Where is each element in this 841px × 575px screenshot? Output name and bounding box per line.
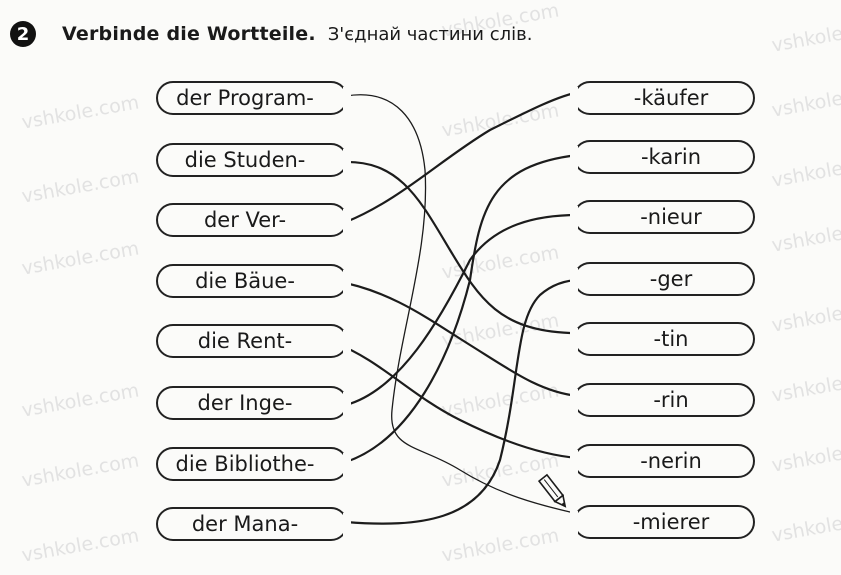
line-ver-kaeufer (344, 90, 582, 224)
left-part-label: die Rent- (197, 329, 293, 353)
exercise-header: 2 Verbinde die Wortteile. З'єднай частин… (10, 19, 532, 49)
right-part-label: -nerin (640, 449, 702, 473)
right-part-label: -karin (640, 145, 702, 169)
left-part-1[interactable]: der Program- (156, 81, 351, 115)
right-part-4[interactable]: -ger (570, 262, 755, 296)
exercise-number: 2 (10, 21, 36, 47)
left-part-2[interactable]: die Studen- (156, 143, 351, 177)
right-part-label: -ger (649, 267, 693, 291)
line-bibliothe-karin (344, 153, 580, 464)
left-part-label: die Studen- (184, 148, 306, 172)
line-mana-ger (344, 278, 582, 525)
left-part-8[interactable]: der Mana- (156, 507, 351, 541)
instruction-german: Verbinde die Wortteile. (62, 23, 316, 45)
left-part-6[interactable]: der Inge- (156, 386, 351, 420)
line-inge-nieur (344, 213, 580, 407)
right-part-label: -mierer (632, 510, 710, 534)
line-rent-nerin (333, 341, 580, 460)
left-part-label: die Bibliothe- (175, 452, 315, 476)
instruction-ukrainian: З'єднай частини слів. (327, 23, 533, 45)
right-part-label: -nieur (640, 205, 702, 229)
right-part-6[interactable]: -rin (570, 383, 755, 417)
left-part-7[interactable]: die Bibliothe- (156, 447, 351, 481)
right-part-label: -rin (653, 388, 689, 412)
left-part-label: der Program- (176, 86, 314, 110)
left-part-label: der Mana- (191, 512, 299, 536)
right-part-8[interactable]: -mierer (570, 505, 755, 539)
left-part-3[interactable]: der Ver- (156, 203, 351, 237)
line-studen-tin (341, 160, 572, 335)
left-part-label: der Ver- (203, 208, 287, 232)
line-baeue-rin (333, 279, 580, 398)
left-part-label: die Bäue- (195, 269, 295, 293)
pencil-icon (537, 473, 567, 508)
right-part-2[interactable]: -karin (570, 140, 755, 174)
right-part-5[interactable]: -tin (570, 322, 755, 356)
left-part-4[interactable]: die Bäue- (156, 264, 351, 298)
left-part-label: der Inge- (197, 391, 293, 415)
right-part-3[interactable]: -nieur (570, 200, 755, 234)
right-part-7[interactable]: -nerin (570, 444, 755, 478)
right-part-label: -tin (653, 327, 689, 351)
left-part-5[interactable]: die Rent- (156, 324, 351, 358)
right-part-1[interactable]: -käufer (570, 81, 755, 115)
right-part-label: -käufer (633, 86, 709, 110)
